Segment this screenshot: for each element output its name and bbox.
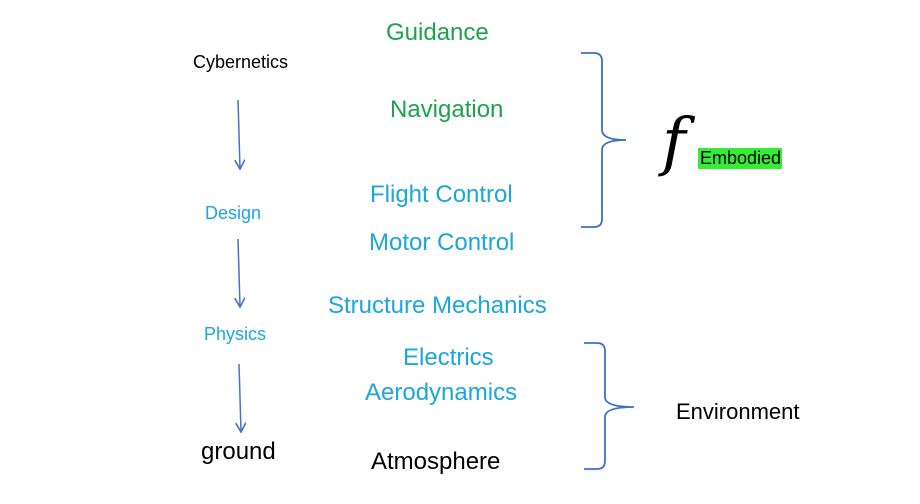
arrow-design-to-physics bbox=[238, 238, 240, 306]
label-environment: Environment bbox=[676, 399, 800, 424]
label-navigation: Navigation bbox=[390, 96, 504, 123]
label-aerodynamics: Aerodynamics bbox=[365, 379, 518, 406]
brace-environment bbox=[584, 342, 635, 470]
arrow-physics-to-ground bbox=[239, 363, 241, 431]
label-electrics: Electrics bbox=[403, 344, 494, 371]
function-symbol-f: f bbox=[662, 105, 686, 179]
label-cybernetics: Cybernetics bbox=[193, 52, 289, 72]
label-atmosphere: Atmosphere bbox=[371, 448, 501, 475]
label-flight-control: Flight Control bbox=[370, 181, 513, 208]
label-design: Design bbox=[205, 203, 262, 223]
brace-embodied bbox=[581, 52, 627, 228]
label-ground: ground bbox=[201, 438, 276, 465]
label-structure-mechanics: Structure Mechanics bbox=[328, 292, 547, 319]
embodied-subscript-badge: Embodied bbox=[698, 148, 783, 169]
arrow-cybernetics-to-design bbox=[238, 99, 240, 168]
label-physics: Physics bbox=[204, 324, 267, 344]
label-motor-control: Motor Control bbox=[369, 229, 515, 256]
label-guidance: Guidance bbox=[386, 19, 489, 46]
